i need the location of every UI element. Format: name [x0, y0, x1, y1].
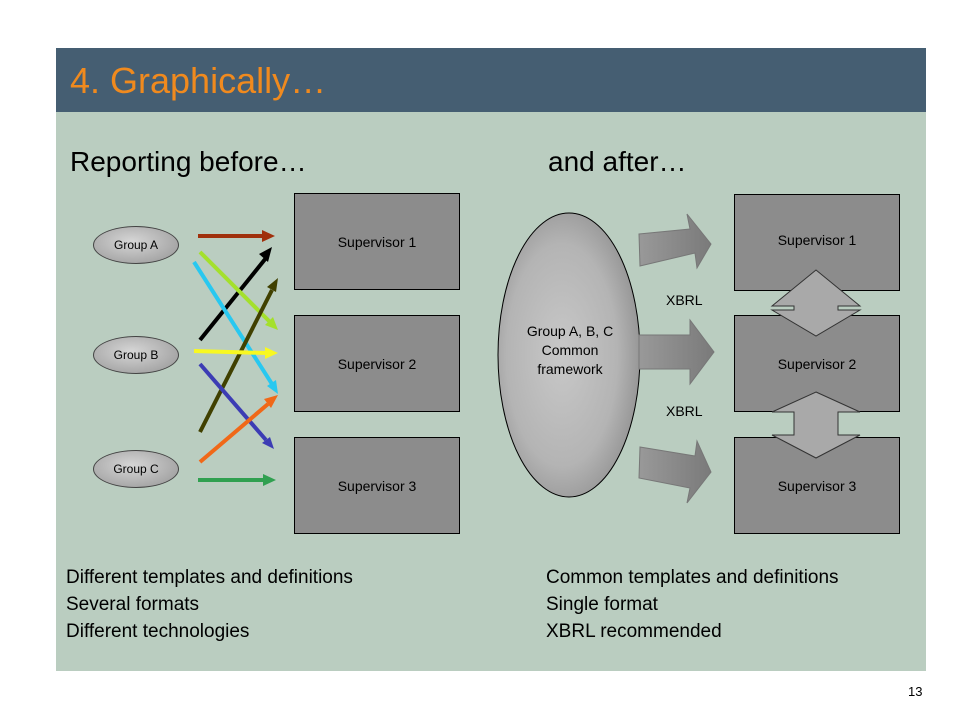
before-heading: Reporting before… [70, 146, 307, 177]
xbrl-label-upper: XBRL [666, 292, 703, 308]
slide-title: 4. Graphically… [70, 60, 327, 101]
title-bar: 4. Graphically… [56, 48, 926, 112]
before-supervisor-2: Supervisor 2 [294, 315, 460, 412]
after-double-arrows [770, 269, 862, 459]
group-a-ellipse: Group A [93, 226, 179, 264]
arrow-a-to-supervisor-2 [198, 250, 278, 330]
arrow-a-to-supervisor-1 [198, 230, 275, 242]
before-bullets: Different templates and definitions Seve… [66, 564, 353, 645]
group-b-ellipse: Group B [93, 336, 179, 374]
before-supervisor-1: Supervisor 1 [294, 193, 460, 290]
after-supervisor-3-label: Supervisor 3 [777, 477, 857, 494]
before-bullet-3: Different technologies [66, 621, 250, 642]
after-heading: and after… [548, 146, 687, 177]
framework-line-2: Common [541, 342, 599, 358]
block-arrow-to-supervisor-3 [638, 439, 712, 504]
arrow-b-to-supervisor-1 [198, 247, 272, 342]
after-block-arrows [638, 213, 715, 504]
before-bullet-1: Different templates and definitions [66, 567, 353, 588]
after-supervisor-1-label: Supervisor 1 [777, 231, 857, 248]
after-bullet-3: XBRL recommended [546, 621, 722, 642]
after-bullet-1: Common templates and definitions [546, 567, 839, 588]
page-number: 13 [908, 684, 923, 699]
arrow-b-to-supervisor-3 [198, 362, 274, 449]
after-bullet-2: Single format [546, 594, 658, 615]
framework-line-1: Group A, B, C [526, 323, 614, 339]
after-supervisor-2-label: Supervisor 2 [777, 355, 857, 372]
arrow-b-to-supervisor-2 [193, 347, 278, 359]
block-arrow-to-supervisor-2 [638, 318, 715, 386]
framework-label: Group A, B, C Common framework [500, 322, 640, 379]
before-arrows [192, 230, 278, 486]
arrow-c-to-supervisor-1 [198, 278, 278, 433]
group-c-ellipse: Group C [93, 450, 179, 488]
after-bullets: Common templates and definitions Single … [546, 564, 839, 645]
double-arrow-supervisor-1-2 [770, 269, 862, 337]
arrow-a-to-supervisor-3 [192, 260, 278, 394]
arrow-c-to-supervisor-3 [198, 474, 276, 486]
framework-line-3: framework [537, 361, 603, 377]
arrow-c-to-supervisor-2 [198, 395, 278, 464]
before-supervisor-3: Supervisor 3 [294, 437, 460, 534]
xbrl-label-lower: XBRL [666, 403, 703, 419]
before-bullet-2: Several formats [66, 594, 200, 615]
block-arrow-to-supervisor-1 [638, 213, 712, 270]
double-arrow-supervisor-2-3 [771, 391, 861, 459]
